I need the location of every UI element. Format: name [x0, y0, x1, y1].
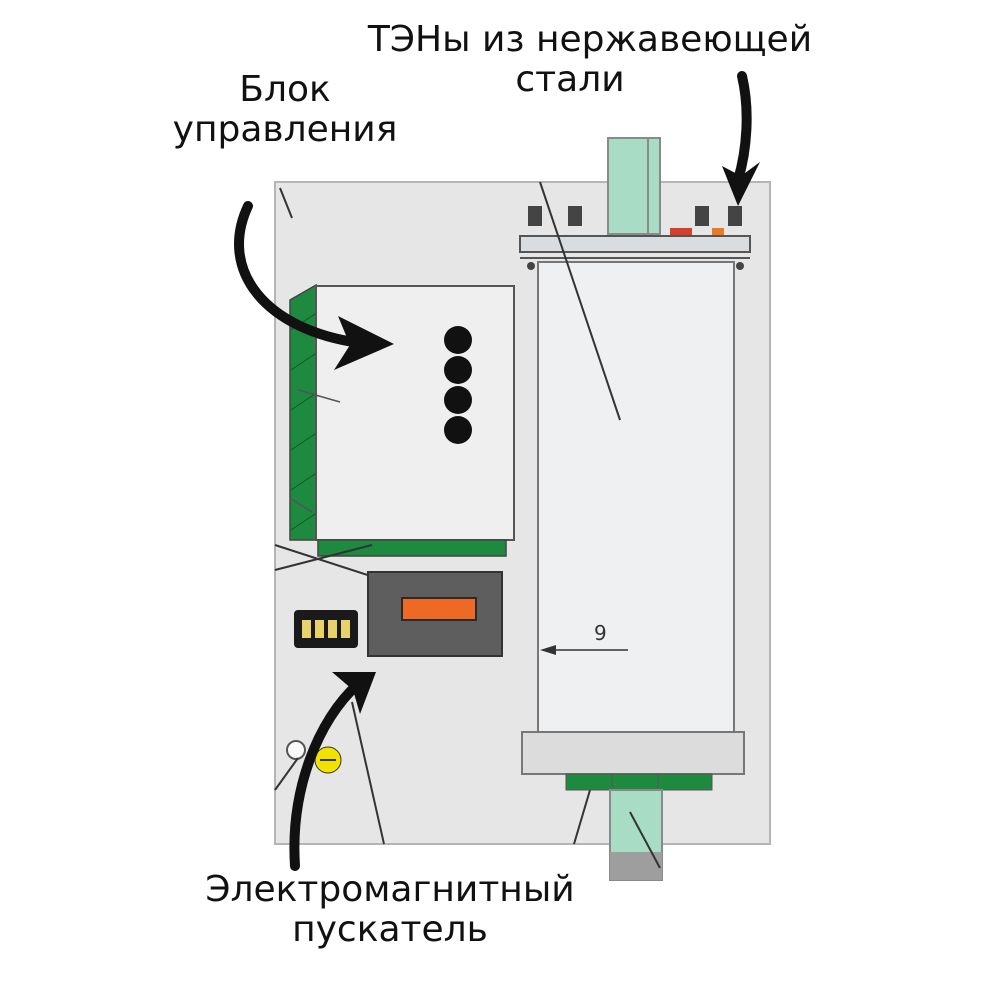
control-button	[444, 386, 472, 414]
heaters-label: ТЭНы из нержавеющей стали	[330, 20, 850, 100]
heaters-arrow	[733, 71, 752, 185]
heaters-label-line1: ТЭНы из нержавеющей	[367, 19, 813, 60]
wire-line	[274, 757, 299, 791]
bolt	[728, 206, 742, 226]
starter-arrowhead	[332, 672, 376, 714]
control-unit-label-line2: управления	[172, 109, 398, 150]
control-unit-label: Блок управления	[140, 70, 430, 150]
bottom-pipe-leader	[629, 811, 661, 869]
bolt	[695, 206, 709, 226]
terminal-block	[294, 610, 358, 648]
terminal-contact	[302, 620, 311, 638]
control-unit-arrowhead	[334, 316, 394, 370]
terminal-block-body	[294, 610, 358, 648]
wire-line	[274, 544, 373, 571]
bottom-green-strip	[565, 773, 713, 791]
tank-body	[537, 261, 735, 735]
tank-leader-line	[539, 181, 621, 421]
control-unit-label-line1: Блок	[239, 69, 331, 110]
heater-bolts	[528, 206, 742, 236]
flange-nut	[527, 262, 535, 270]
control-leader-line	[289, 497, 313, 513]
starter-arrow	[289, 679, 363, 871]
callout-arrows	[234, 71, 752, 871]
terminal-contact	[328, 620, 337, 638]
control-button	[444, 326, 472, 354]
callout-9-number: 9	[594, 621, 607, 645]
heater-terminal-orange	[712, 228, 724, 236]
heaters-arrowhead	[722, 162, 760, 206]
starter-label-line1: Электромагнитный	[205, 869, 575, 910]
control-buttons	[444, 326, 472, 444]
bolt	[528, 206, 542, 226]
callout-9-arrowhead	[540, 645, 556, 655]
control-unit-base	[317, 539, 507, 557]
terminal-contact	[341, 620, 350, 638]
control-unit-arrow	[234, 201, 365, 348]
bottom-flange	[521, 731, 745, 775]
wire-line	[351, 701, 385, 845]
bolt	[568, 206, 582, 226]
panel-leader-line	[279, 187, 293, 219]
flange-nut	[736, 262, 744, 270]
top-pipe	[607, 137, 661, 235]
indicator-ring	[286, 740, 306, 760]
control-button	[444, 356, 472, 384]
starter-label-line2: пускатель	[292, 909, 488, 950]
starter-window	[401, 597, 477, 621]
top-flange	[519, 235, 751, 253]
control-button	[444, 416, 472, 444]
bottom-leader-line	[573, 789, 591, 845]
heaters-label-line2: стали	[515, 59, 625, 100]
terminal-contact	[315, 620, 324, 638]
starter-label: Электромагнитный пускатель	[160, 870, 620, 950]
control-leader-line	[297, 389, 341, 403]
heater-terminal-red	[670, 228, 692, 236]
